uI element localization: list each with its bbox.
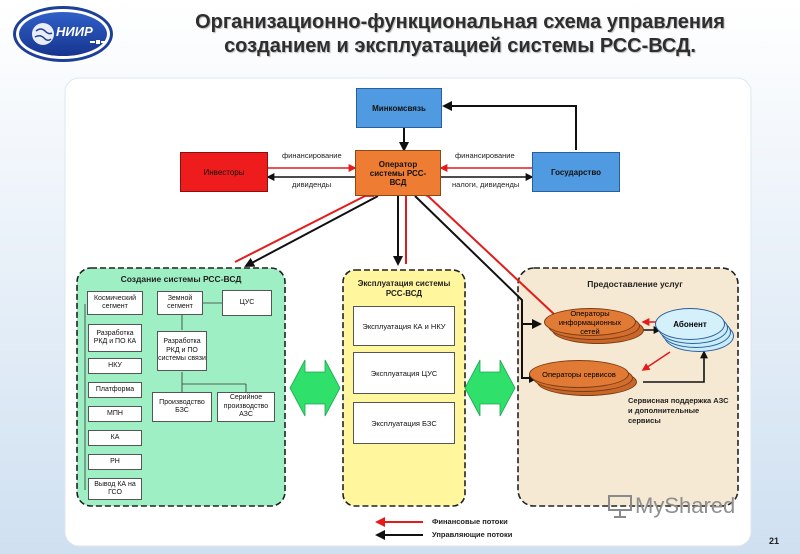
mpn-box: МПН [88,406,142,422]
azs-production-box: Серийное производство АЗС [217,392,275,422]
space-segment-box: Космический сегмент [87,291,143,315]
creation-panel-title: Создание системы РСС-ВСД [120,274,242,284]
platform-box: Платформа [88,382,142,398]
operation-ka-nku-box: Эксплуатация КА и НКУ [353,306,455,346]
minkomsvyaz-box: Минкомсвязь [356,88,442,128]
rkd-ka-box: Разработка РКД и ПО КА [88,324,142,352]
subscriber-ellipse: Абонент [655,308,725,340]
investors-box: Инвесторы [180,152,268,192]
globe-icon [32,23,54,45]
service-support-label: Сервисная поддержка АЗС и дополнительные… [628,396,729,425]
nku-box: НКУ [88,358,142,374]
niir-logo: НИИР [13,6,113,62]
page-number: 21 [769,536,780,546]
operation-panel-title: Эксплуатация системы РСС-ВСД [357,279,451,298]
label-taxes-dividends: налоги, дивиденды [452,180,520,189]
rn-box: РН [88,454,142,470]
legend-control-label: Управляющие потоки [432,530,513,539]
bzs-production-box: Производство БЗС [152,392,212,422]
page-title: Организационно-функциональная схема упра… [130,10,790,58]
operation-tsus-box: Эксплуатация ЦУС [353,352,455,394]
ground-segment-box: Земной сегмент [157,291,203,315]
network-operators-ellipse: Операторы информационных сетей [544,308,636,336]
title-line-2: созданием и эксплуатацией системы РСС-ВС… [224,35,696,57]
ka-box: КА [88,430,142,446]
creation-operation-double-arrow [289,359,341,417]
state-box: Государство [532,152,620,192]
logo-text: НИИР [56,24,93,39]
presentation-icon [608,495,632,518]
operation-bzs-box: Эксплуатация БЗС [353,402,455,444]
tsus-box: ЦУС [222,290,272,316]
rkd-system-box: Разработка РКД и ПО системы связи [157,331,207,371]
operation-services-double-arrow [464,359,516,417]
label-dividends: дивиденды [292,180,332,189]
launch-box: Вывод КА на ГСО [88,478,142,500]
watermark: MyShared [635,493,736,518]
title-line-1: Организационно-функциональная схема упра… [195,11,725,33]
service-operators-ellipse: Операторы сервисов [529,360,629,388]
services-panel-title: Предоставление услуг [587,279,683,289]
label-financing-left: финансирование [282,151,342,160]
satellite-icon [90,40,106,44]
label-financing-right: финансирование [455,151,515,160]
system-operator-box: Оператор системы РСС-ВСД [355,150,441,196]
legend-financial-label: Финансовые потоки [432,517,508,526]
